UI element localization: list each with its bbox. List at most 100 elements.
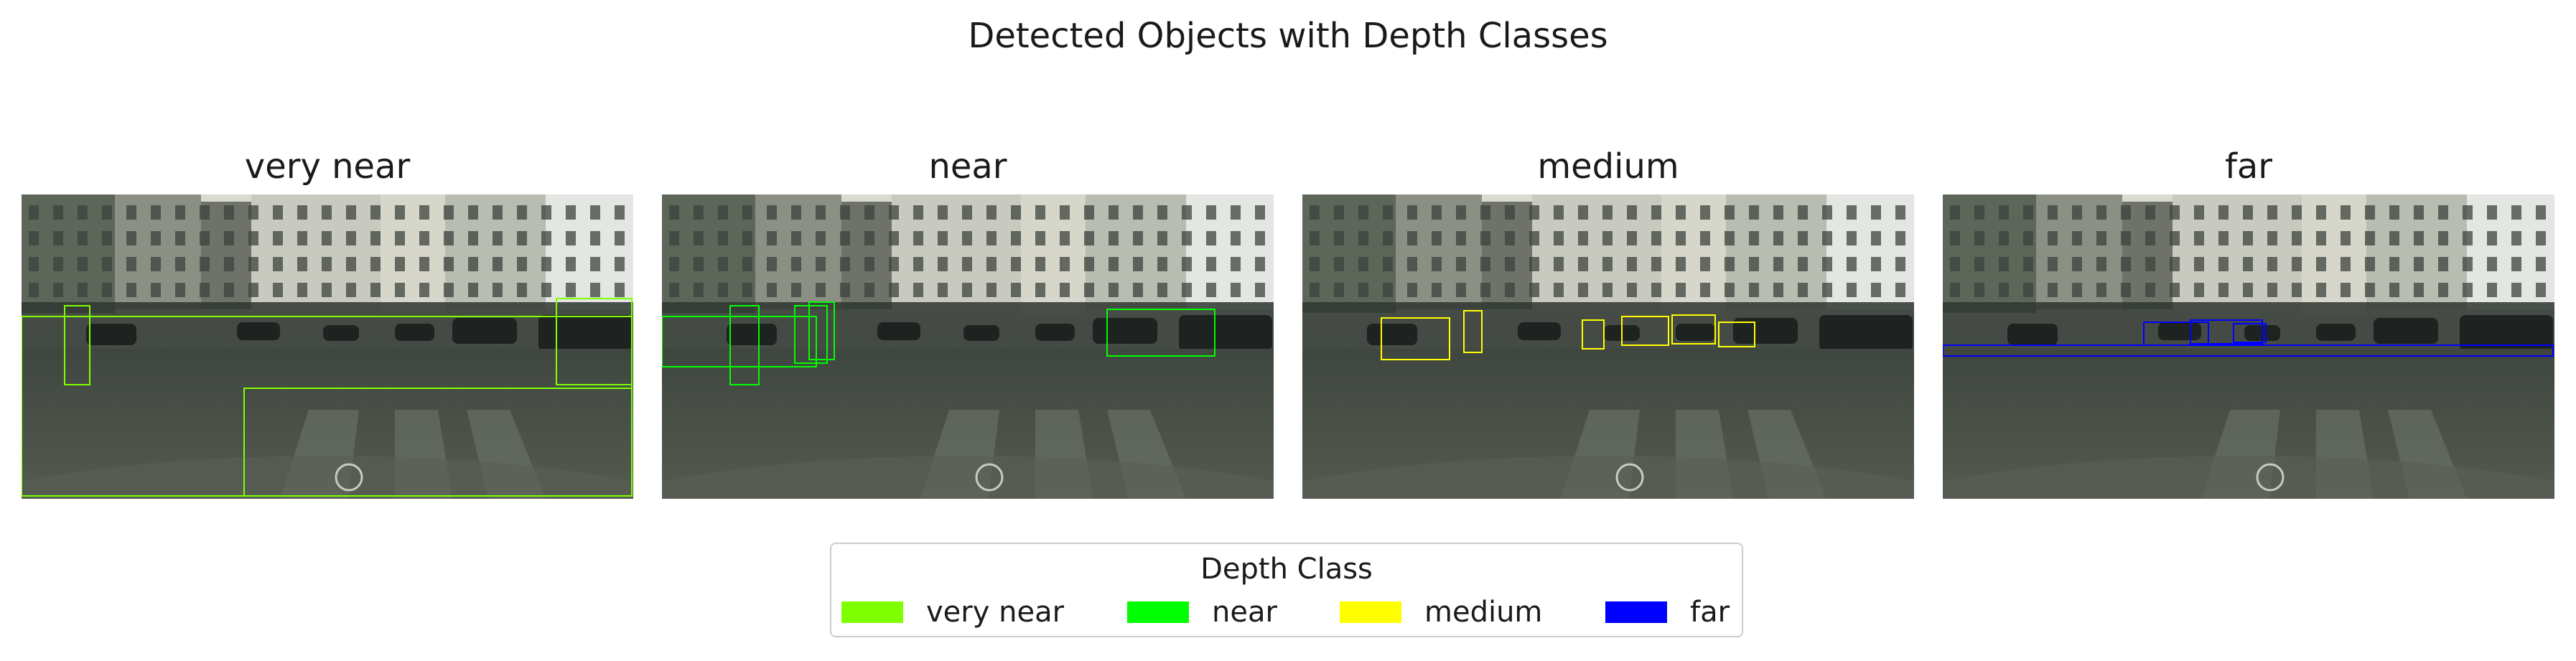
building bbox=[1021, 194, 1086, 313]
window bbox=[297, 283, 307, 297]
window bbox=[248, 231, 258, 245]
window bbox=[297, 257, 307, 271]
window bbox=[29, 257, 39, 271]
window bbox=[2243, 257, 2253, 271]
window bbox=[2170, 283, 2180, 297]
window bbox=[1651, 257, 1661, 271]
car bbox=[1733, 318, 1798, 344]
car bbox=[86, 324, 136, 345]
window bbox=[2438, 283, 2448, 297]
window bbox=[1950, 257, 1960, 271]
window bbox=[2170, 257, 2180, 271]
window bbox=[1334, 205, 1344, 220]
window bbox=[2194, 231, 2204, 245]
window bbox=[1700, 231, 1710, 245]
window bbox=[2048, 283, 2058, 297]
car bbox=[1035, 324, 1075, 341]
window bbox=[1974, 205, 1984, 220]
window bbox=[840, 205, 850, 220]
window bbox=[1505, 283, 1515, 297]
window bbox=[1529, 283, 1539, 297]
window bbox=[395, 257, 405, 271]
window bbox=[2438, 205, 2448, 220]
window bbox=[840, 231, 850, 245]
window bbox=[1627, 231, 1637, 245]
window bbox=[2048, 205, 2058, 220]
window bbox=[151, 231, 161, 245]
window bbox=[938, 283, 948, 297]
window bbox=[1011, 205, 1021, 220]
window bbox=[1480, 283, 1490, 297]
window bbox=[1407, 231, 1417, 245]
car bbox=[237, 322, 280, 340]
car bbox=[395, 324, 434, 341]
detection-box bbox=[662, 316, 817, 367]
window bbox=[346, 283, 356, 297]
window bbox=[2023, 205, 2033, 220]
building bbox=[2173, 194, 2302, 309]
window bbox=[962, 231, 972, 245]
window bbox=[1084, 257, 1094, 271]
window bbox=[2316, 257, 2326, 271]
window bbox=[2194, 205, 2204, 220]
window bbox=[1974, 231, 1984, 245]
window bbox=[493, 231, 503, 245]
window bbox=[1749, 283, 1759, 297]
window bbox=[248, 205, 258, 220]
window bbox=[1974, 257, 1984, 271]
window bbox=[986, 257, 997, 271]
window bbox=[1847, 205, 1857, 220]
window bbox=[2267, 283, 2277, 297]
window bbox=[864, 257, 874, 271]
window bbox=[1651, 231, 1661, 245]
window bbox=[2243, 205, 2253, 220]
car bbox=[877, 322, 920, 340]
window bbox=[1999, 257, 2009, 271]
window bbox=[1456, 257, 1466, 271]
street-scene-image bbox=[1302, 194, 1914, 499]
window bbox=[718, 205, 728, 220]
window bbox=[53, 205, 63, 220]
window bbox=[273, 231, 283, 245]
window bbox=[1157, 257, 1167, 271]
window bbox=[986, 231, 997, 245]
window bbox=[1035, 205, 1045, 220]
window bbox=[1822, 257, 1832, 271]
window bbox=[2023, 257, 2033, 271]
window bbox=[590, 205, 600, 220]
window bbox=[1157, 231, 1167, 245]
window bbox=[493, 257, 503, 271]
car bbox=[2316, 324, 2356, 341]
window bbox=[2267, 205, 2277, 220]
window bbox=[2292, 257, 2302, 271]
window bbox=[615, 231, 625, 245]
window bbox=[395, 205, 405, 220]
window bbox=[1627, 257, 1637, 271]
window bbox=[1895, 205, 1905, 220]
window bbox=[1182, 283, 1192, 297]
window bbox=[2145, 231, 2155, 245]
window bbox=[1255, 205, 1265, 220]
window bbox=[2463, 231, 2473, 245]
window bbox=[889, 231, 899, 245]
window bbox=[938, 257, 948, 271]
window bbox=[986, 283, 997, 297]
legend-swatch bbox=[1340, 601, 1401, 623]
panel-far: far bbox=[1943, 145, 2554, 499]
window bbox=[1133, 205, 1143, 220]
window bbox=[1822, 205, 1832, 220]
window bbox=[1133, 231, 1143, 245]
window bbox=[200, 283, 210, 297]
panel-title: medium bbox=[1537, 146, 1679, 187]
window bbox=[1231, 257, 1241, 271]
legend-entry-medium: medium bbox=[1340, 594, 1542, 630]
detection-box bbox=[1582, 319, 1605, 350]
window bbox=[962, 283, 972, 297]
legend-entry-very-near: very near bbox=[841, 594, 1064, 630]
car-hood bbox=[22, 456, 633, 499]
window bbox=[615, 283, 625, 297]
window bbox=[1871, 205, 1881, 220]
window bbox=[1182, 231, 1192, 245]
legend-label: near bbox=[1212, 596, 1277, 629]
window bbox=[1456, 205, 1466, 220]
